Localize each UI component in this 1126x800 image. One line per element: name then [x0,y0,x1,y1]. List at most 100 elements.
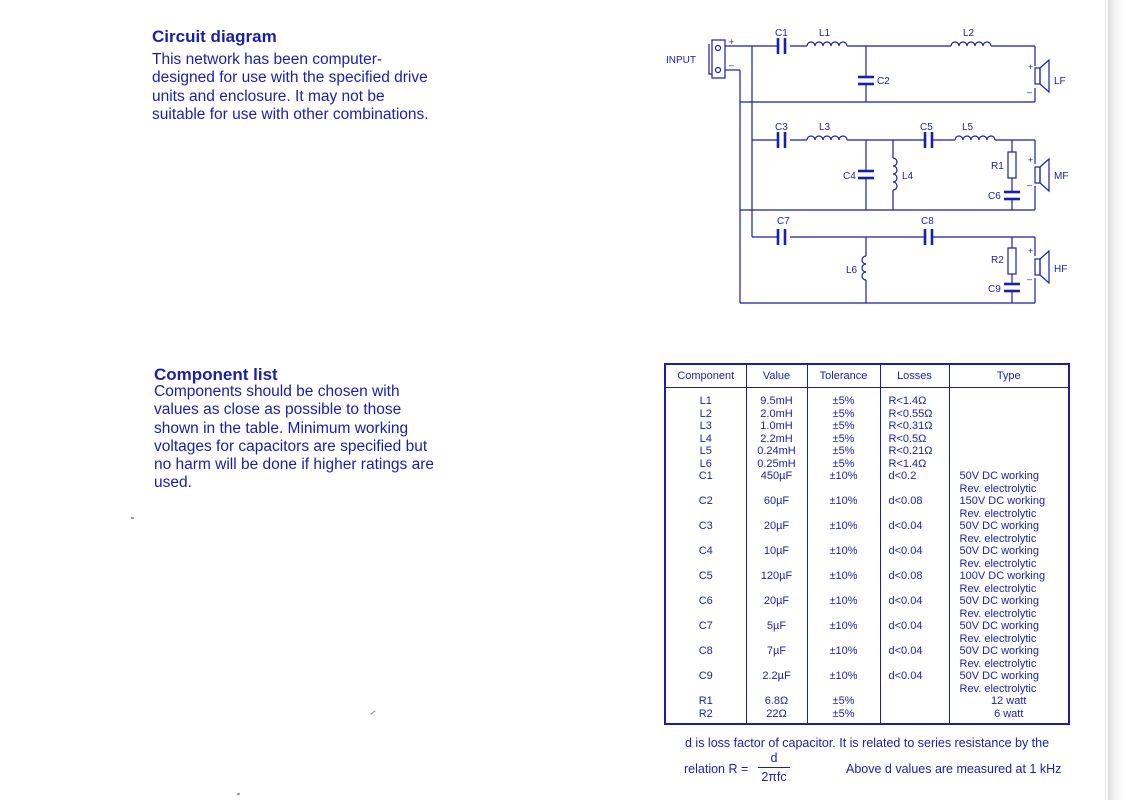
label-c3: C3 [775,122,788,133]
cell-spacer [666,483,746,496]
label-c5: C5 [920,122,933,133]
cell-value: 2.2mH [760,432,793,445]
component-description-line: no harm will be done if higher ratings a… [154,456,435,474]
cell-value: 9.5mH [760,395,793,407]
cell-type-empty [950,395,1069,408]
label-c7: C7 [777,216,790,227]
cell-value: 450µF [760,470,793,482]
cell-losses: d<0.04 [888,520,923,532]
cell-spacer [666,558,746,571]
cell-tolerance: ±5% [832,445,855,457]
cell-value: 20µF [763,520,790,532]
cell-type-empty [950,420,1069,433]
cell-type-empty [950,445,1069,458]
relation-fraction: d 2πfc [758,751,790,784]
cell-spacer [881,483,949,496]
resistor-r2 [1007,247,1017,275]
cell-type: Rev. electrolytic [959,532,1037,545]
cell-losses: d<0.2 [888,470,917,482]
cell-losses: d<0.04 [888,645,923,657]
label-l3: L3 [819,122,831,133]
crossover-circuit-diagram: INPUT + – C1 L1 L2 C2 + – LF C3 L3 C5 L5… [666,28,1068,304]
cell-spacer [747,633,807,646]
cell-losses: R<1.4Ω [888,395,927,407]
label-c4: C4 [843,171,856,182]
label-c1: C1 [775,28,788,39]
cell-type: 50V DC working [959,595,1039,607]
cell-type: Rev. electrolytic [959,557,1037,570]
circuit-description-line: suitable for use with other combinations… [152,105,429,123]
paper-speck [237,793,240,795]
cell-tolerance: ±5% [832,695,855,707]
component-description-line: voltages for capacitors are specified bu… [154,437,428,455]
component-table: Component Value Tolerance Losses Type L1… [666,365,1068,723]
cell-losses: d<0.08 [888,495,923,507]
cell-spacer [747,533,807,546]
cell-value: 20µF [763,595,790,607]
cell-tolerance: ±5% [832,457,855,470]
cell-type-empty [950,408,1069,421]
cell-spacer [808,508,880,521]
cell-type: Rev. electrolytic [959,507,1037,520]
cell-component: R2 [698,707,713,720]
cell-losses: R<0.31Ω [888,420,933,432]
label-lf: LF [1054,76,1066,87]
label-c8: C8 [921,216,934,227]
cell-component: L1 [699,395,712,407]
cell-component: C8 [698,645,713,657]
paper-speck [131,517,134,519]
cell-losses: R<0.5Ω [888,432,927,445]
cell-losses: d<0.04 [888,620,923,632]
label-r1: R1 [991,161,1004,172]
cell-tolerance: ±10% [829,520,858,532]
cell-value: 0.25mH [757,457,796,470]
cell-spacer [666,608,746,621]
speaker-lf-icon [1034,67,1041,85]
cell-value: 60µF [763,495,790,507]
cell-component: C6 [698,595,713,607]
circuit-description: This network has been computer- designed… [152,51,429,124]
cell-losses: d<0.04 [888,670,923,682]
label-hf-minus: – [1027,274,1032,284]
cell-tolerance: ±10% [829,670,858,682]
label-lf-plus: + [1028,62,1033,72]
label-mf-plus: + [1028,155,1033,165]
cell-spacer [666,533,746,546]
cell-spacer [747,583,807,596]
cell-spacer [666,583,746,596]
label-c2: C2 [877,76,890,87]
cell-spacer [747,558,807,571]
cell-type-empty [950,433,1069,446]
fraction-denominator: 2πfc [761,770,787,784]
cell-spacer [881,608,949,621]
label-lf-minus: – [1027,87,1032,97]
label-l5: L5 [962,122,974,133]
cell-component: R1 [698,695,713,707]
cell-losses-empty [881,708,949,721]
cell-spacer [881,508,949,521]
header-value: Value [745,365,807,388]
loss-factor-note: d is loss factor of capacitor. It is rel… [685,736,1050,750]
cell-spacer [808,608,880,621]
label-c9: C9 [988,284,1001,295]
header-tolerance: Tolerance [806,365,880,388]
cell-type: 50V DC working [959,645,1039,657]
label-c6: C6 [988,191,1001,202]
circuit-diagram-heading: Circuit diagram [152,27,277,46]
cell-type: Rev. electrolytic [959,582,1037,595]
table-header-row: Component Value Tolerance Losses Type [666,365,1068,388]
cell-spacer [881,533,949,546]
header-component: Component [666,365,746,388]
label-l4: L4 [902,171,914,182]
cell-spacer [808,633,880,646]
cell-component: L6 [699,457,712,470]
label-minus: – [729,60,734,70]
cell-tolerance: ±5% [832,707,855,720]
cell-tolerance: ±10% [829,620,858,632]
cell-spacer [881,658,949,671]
component-description: Components should be chosen with values … [154,383,434,493]
cell-value: 7µF [766,645,787,657]
